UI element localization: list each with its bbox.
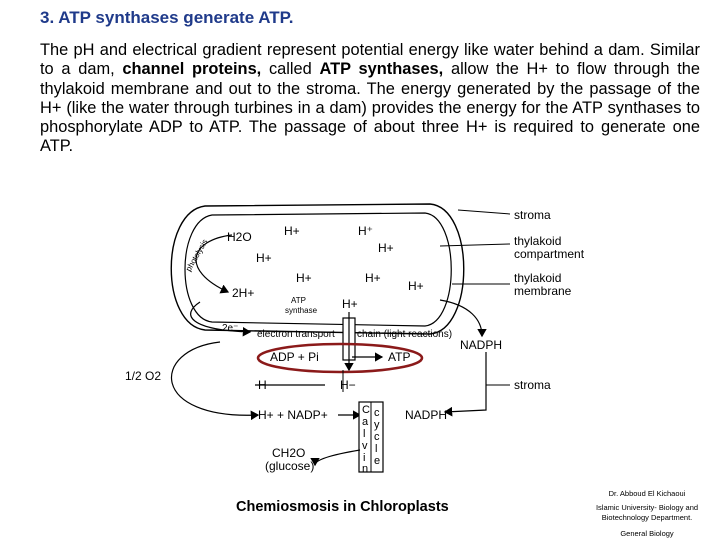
label-e-minus: 2e⁻ <box>222 323 238 334</box>
calvin-letter: a <box>362 416 369 428</box>
slide-title: 3. ATP synthases generate ATP. <box>40 8 294 27</box>
calvin-letter: C <box>362 404 370 416</box>
cycle-letter: c <box>374 407 380 419</box>
label-h-nadp: H+ + NADP+ <box>258 408 328 422</box>
h-ion: H+ <box>284 224 300 238</box>
label-adp-pi: ADP + Pi <box>270 350 319 364</box>
label-glucose: (glucose) <box>265 459 314 473</box>
para-bold-atp-synthases: ATP synthases, <box>319 60 444 79</box>
label-thylakoid-1: thylakoid <box>514 234 561 248</box>
h-ion: H+ <box>365 271 381 285</box>
label-h-minus-left: H− <box>258 378 274 392</box>
label-chain-light: chain (light reactions) <box>357 329 452 340</box>
cycle-letter: e <box>374 455 380 467</box>
credit-course: General Biology <box>620 529 674 538</box>
h-ion: H⁺ <box>358 224 373 238</box>
h-ion: H+ <box>408 279 424 293</box>
calvin-letter: n <box>362 463 368 475</box>
calvin-letter: l <box>363 428 365 440</box>
label-nadph-right: NADPH <box>460 338 502 352</box>
cycle-letter: c <box>374 431 380 443</box>
label-h2o: H2O <box>227 230 252 244</box>
h-ion: H+ <box>296 271 312 285</box>
para-text-2: called <box>261 60 320 79</box>
label-stroma-bottom: stroma <box>514 378 551 392</box>
label-nadph-bottom: NADPH <box>405 408 447 422</box>
para-text-3: allow the H+ to flow through the thylako… <box>40 60 700 156</box>
label-atp: ATP <box>388 350 410 364</box>
label-thylakoid-2: thylakoid <box>514 271 561 285</box>
label-h-minus-mid: H− <box>340 378 356 392</box>
label-compartment: compartment <box>514 247 585 261</box>
label-atp-synthase-1: ATP <box>291 296 306 305</box>
label-stroma-top: stroma <box>514 208 551 222</box>
cycle-letter: y <box>374 419 380 431</box>
calvin-letter: v <box>362 440 368 452</box>
cycle-letter: l <box>375 443 377 455</box>
adp-atp-highlight-oval <box>256 342 424 374</box>
credit-author: Dr. Abboud El Kichaoui <box>608 489 686 498</box>
thylakoid-membrane-inner <box>184 212 452 327</box>
para-text-1: The pH and electrical gradient represent… <box>40 41 700 79</box>
label-atp-synthase-2: synthase <box>285 306 318 315</box>
h-ion: H+ <box>342 297 358 311</box>
label-half-o2: 1/2 O2 <box>125 369 161 383</box>
para-bold-channel-proteins: channel proteins, <box>122 60 262 79</box>
diagram-caption: Chemiosmosis in Chloroplasts <box>236 499 449 515</box>
calvin-letter: i <box>363 452 365 464</box>
label-electron-transport: electron transport <box>257 329 335 340</box>
h-ion: H+ <box>256 251 272 265</box>
credit-department: Islamic University- Biology and Biotechn… <box>595 503 699 522</box>
label-2h: 2H+ <box>232 286 254 300</box>
label-membrane: membrane <box>514 284 572 298</box>
body-paragraph: The pH and electrical gradient represent… <box>40 41 700 157</box>
h-ion: H+ <box>378 241 394 255</box>
thylakoid-membrane-outer <box>170 203 465 335</box>
label-ch2o: CH2O <box>272 446 305 460</box>
